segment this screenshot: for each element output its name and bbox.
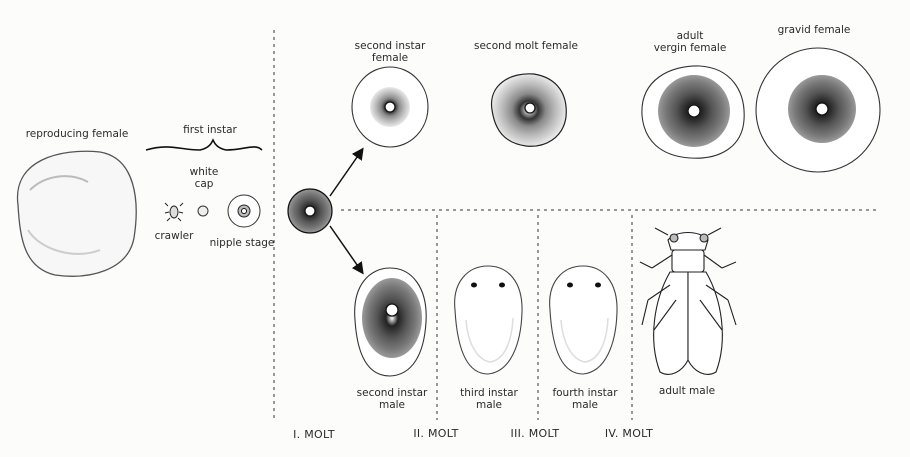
label-white-cap: white cap bbox=[188, 166, 220, 190]
label-fourth-instar-male: fourth instar male bbox=[542, 387, 628, 411]
label-molt-2: II. MOLT bbox=[400, 428, 472, 440]
label-molt-1: I. MOLT bbox=[278, 429, 350, 441]
gravid-female-drawing bbox=[756, 48, 880, 172]
label-gravid-female: gravid female bbox=[762, 24, 866, 36]
label-second-instar-female: second instar female bbox=[340, 40, 440, 64]
white-cap-drawing bbox=[198, 206, 208, 216]
label-nipple-stage: nipple stage bbox=[204, 237, 280, 249]
label-adult-vergin-female: adult vergin female bbox=[638, 30, 742, 54]
label-first-instar: first instar bbox=[175, 124, 245, 136]
label-molt-3: III. MOLT bbox=[496, 428, 574, 440]
label-second-instar-male: second instar male bbox=[342, 387, 442, 411]
arrow-to-male bbox=[330, 226, 362, 272]
label-molt-4: IV. MOLT bbox=[592, 428, 666, 440]
label-second-molt-female: second molt female bbox=[462, 40, 590, 52]
third-instar-male-drawing bbox=[455, 266, 522, 374]
label-reproducing-female: reproducing female bbox=[12, 128, 142, 140]
reproducing-female-drawing bbox=[17, 151, 136, 276]
first-molt-scale-drawing bbox=[288, 189, 332, 233]
second-instar-female-drawing bbox=[352, 67, 428, 147]
label-crawler: crawler bbox=[148, 230, 200, 242]
second-instar-male-drawing bbox=[355, 268, 426, 376]
label-adult-male: adult male bbox=[646, 385, 728, 397]
crawler-drawing bbox=[165, 203, 183, 221]
first-instar-bracket bbox=[146, 140, 262, 150]
second-molt-female-drawing bbox=[492, 74, 567, 146]
adult-vergin-female-drawing bbox=[642, 66, 744, 158]
label-third-instar-male: third instar male bbox=[446, 387, 532, 411]
arrow-to-female bbox=[330, 150, 362, 196]
nipple-stage-drawing bbox=[228, 195, 260, 227]
fourth-instar-male-drawing bbox=[550, 266, 617, 374]
adult-male-drawing bbox=[640, 228, 736, 374]
